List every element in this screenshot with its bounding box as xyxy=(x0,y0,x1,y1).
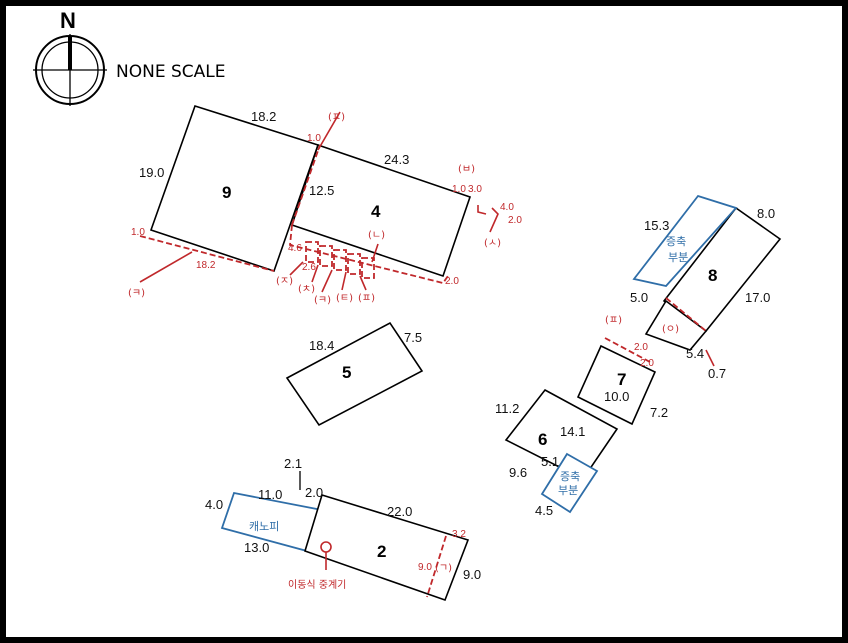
building-6-dim-bottom: 4.5 xyxy=(535,503,553,518)
red-label-pa: (ㅍ) xyxy=(328,112,345,123)
building-6-extension-label-1: 증축 xyxy=(560,470,580,483)
red-dim-9-left: 1.0 xyxy=(131,227,145,238)
building-7 xyxy=(576,344,657,426)
building-5-dim-right: 7.5 xyxy=(404,330,422,345)
red-label-pa-3: (ㅍ) xyxy=(605,315,622,326)
building-8-extension xyxy=(632,194,738,287)
north-compass-icon xyxy=(33,34,107,106)
building-8-dim-top: 8.0 xyxy=(757,206,775,221)
building-8-number: 8 xyxy=(708,266,717,285)
building-8-dim-arrow: 0.7 xyxy=(708,366,726,381)
red-dim-2-side: 9.0 xyxy=(418,562,432,573)
building-5 xyxy=(285,321,424,427)
building-7-dim-a: 10.0 xyxy=(604,389,629,404)
building-2 xyxy=(304,493,470,602)
scale-label: NONE SCALE xyxy=(116,62,225,82)
arrow-ka xyxy=(139,251,193,283)
building-2-number: 2 xyxy=(377,542,386,561)
site-plan-drawing: N NONE SCALE 9 18.2 19.0 4 24.3 12.5 1.0… xyxy=(33,8,782,602)
canopy-dim-bottom: 13.0 xyxy=(244,540,269,555)
arrow-ka-2 xyxy=(321,269,333,293)
red-label-ka-2: (ㅋ) xyxy=(314,295,331,306)
arrow-pa xyxy=(317,111,341,151)
red-dashed-line-9 xyxy=(139,235,275,272)
building-6-dim-low: 9.6 xyxy=(509,465,527,480)
arrow-cha xyxy=(311,264,319,283)
arrow-na xyxy=(371,243,379,263)
building-9-dim-left: 19.0 xyxy=(139,165,164,180)
red-dashed-box-1 xyxy=(305,241,319,263)
canopy-dim-top: 11.0 xyxy=(258,487,282,502)
red-label-ba: (ㅂ) xyxy=(458,164,475,175)
red-dim-9-bottom: 18.2 xyxy=(196,260,216,271)
red-label-sa: (ㅅ) xyxy=(484,238,501,249)
building-2-dim-corner: 2.0 xyxy=(305,485,323,500)
red-dim-7-b: 2.0 xyxy=(640,358,654,369)
red-label-na: (ㄴ) xyxy=(368,230,385,241)
building-8-extension-label-1: 증축 xyxy=(666,235,686,248)
building-6-extension xyxy=(540,452,599,514)
red-dim-small-a: 4.6 xyxy=(288,243,302,254)
building-6-dim-ext: 5.1 xyxy=(541,454,559,469)
building-2-dim-top: 22.0 xyxy=(387,504,412,519)
red-label-pa-2: (ㅍ) xyxy=(358,293,375,304)
red-label-ka: (ㅋ) xyxy=(128,288,145,299)
red-label-ta: (ㅌ) xyxy=(336,293,353,304)
arrow-8 xyxy=(705,349,715,367)
building-2-dim-right: 9.0 xyxy=(463,567,481,582)
building-5-number: 5 xyxy=(342,363,351,382)
canopy-dim-arrow: 2.1 xyxy=(284,456,302,471)
red-dim-2-top: 3.2 xyxy=(452,529,466,540)
building-6-dim-left: 11.2 xyxy=(495,401,519,416)
building-9-number: 9 xyxy=(222,183,231,202)
red-label-ja: (ㅈ) xyxy=(276,276,293,287)
building-4-number: 4 xyxy=(371,202,381,221)
red-dashed-line-4 xyxy=(289,224,449,285)
arrow-sa xyxy=(477,205,499,233)
arrow-ja xyxy=(289,261,304,276)
red-dim-4-top: 1.0 xyxy=(307,133,321,144)
building-7-number: 7 xyxy=(617,370,626,389)
arrow-ta xyxy=(341,271,347,291)
red-dashed-box-4 xyxy=(347,253,361,275)
red-dim-4-right-b: 3.0 xyxy=(468,184,482,195)
north-label: N xyxy=(60,8,76,33)
building-8-extension-label-2: 부분 xyxy=(668,251,688,264)
building-6-number: 6 xyxy=(538,430,547,449)
site-plan-sheet: N NONE SCALE 9 18.2 19.0 4 24.3 12.5 1.0… xyxy=(6,6,842,637)
building-4 xyxy=(290,143,472,278)
building-8-dim-lower: 5.0 xyxy=(630,290,648,305)
red-dim-7-a: 2.0 xyxy=(634,342,648,353)
building-8-dim-annex: 5.4 xyxy=(686,346,704,361)
building-8-dim-right: 17.0 xyxy=(745,290,770,305)
building-5-dim-top: 18.4 xyxy=(309,338,334,353)
building-6-dim-right: 14.1 xyxy=(560,424,585,439)
red-dim-4-right-a: 1.0 xyxy=(452,184,466,195)
red-label-a: (ㅇ) xyxy=(662,324,679,335)
red-dashed-line-2 xyxy=(426,535,447,598)
red-dim-small-b: 2.6 xyxy=(302,262,316,273)
red-dim-ext-b: 2.0 xyxy=(508,215,522,226)
red-label-cha: (ㅊ) xyxy=(298,284,315,295)
canopy-dim-left: 4.0 xyxy=(205,497,223,512)
building-8-annex xyxy=(644,299,708,351)
canopy-label: 캐노피 xyxy=(249,520,279,533)
arrow-pa-2 xyxy=(359,275,367,291)
red-dim-ext-a: 4.0 xyxy=(500,202,514,213)
building-4-dim-left: 12.5 xyxy=(309,183,334,198)
building-9-dim-top: 18.2 xyxy=(251,109,276,124)
repeater-label: 이동식 중계기 xyxy=(288,579,346,591)
red-dim-4-corner: 2.0 xyxy=(445,276,459,287)
red-dashed-box-3 xyxy=(333,249,347,271)
red-dashed-box-5 xyxy=(361,257,375,279)
building-8-dim-left: 15.3 xyxy=(644,218,669,233)
red-dashed-box-2 xyxy=(319,245,333,267)
red-label-ga: (ㄱ) xyxy=(435,563,452,574)
red-dashed-line-9-4 xyxy=(291,144,321,226)
building-6-extension-label-2: 부분 xyxy=(558,484,578,497)
building-7-dim-b: 7.2 xyxy=(650,405,668,420)
building-4-dim-top: 24.3 xyxy=(384,152,409,167)
